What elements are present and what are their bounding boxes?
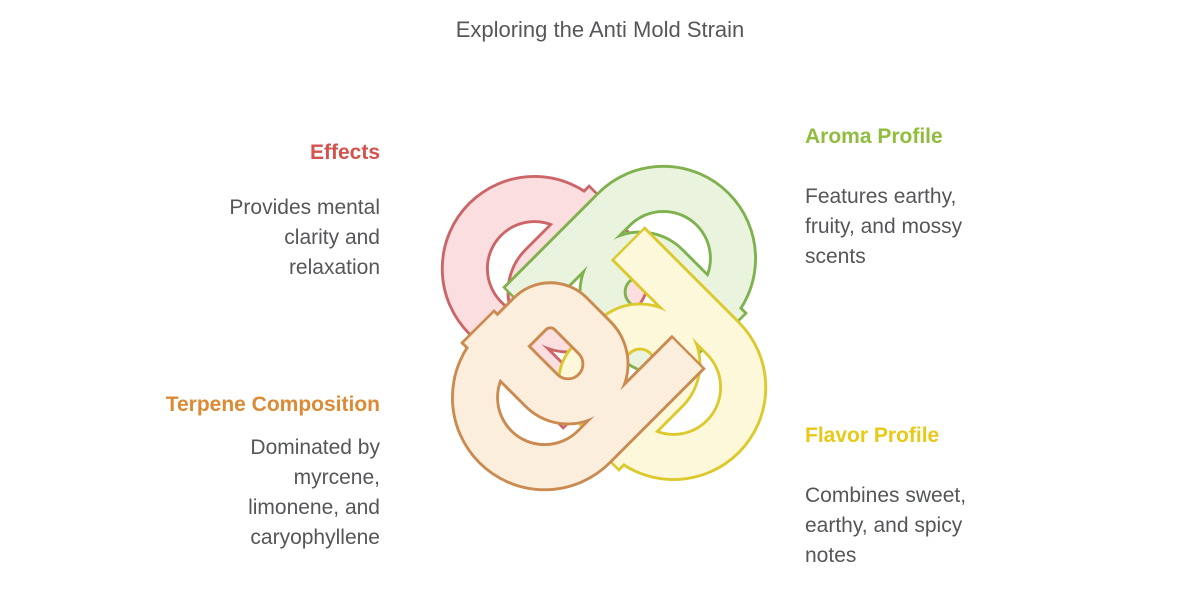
page-title: Exploring the Anti Mold Strain bbox=[455, 17, 745, 42]
section-effects-body: Provides mental clarity and relaxation bbox=[78, 193, 380, 283]
body-line: Dominated by bbox=[250, 436, 380, 459]
section-flavor-body: Combines sweet, earthy, and spicy notes bbox=[805, 481, 1095, 571]
body-line: clarity and bbox=[284, 226, 380, 249]
section-flavor-heading: Flavor Profile bbox=[805, 424, 940, 447]
section-flavor-profile: Flavor Profile Combines sweet, earthy, a… bbox=[805, 421, 1095, 571]
body-line: Combines sweet, bbox=[805, 484, 967, 507]
body-line: earthy, and spicy bbox=[805, 514, 963, 537]
section-aroma-profile: Aroma Profile Features earthy, fruity, a… bbox=[805, 122, 1095, 272]
body-line: Provides mental bbox=[229, 196, 380, 219]
body-line: myrcene, bbox=[293, 466, 380, 489]
section-effects-heading: Effects bbox=[309, 141, 380, 164]
section-terpene-composition: Terpene Composition Dominated by myrcene… bbox=[78, 390, 380, 553]
body-line: fruity, and mossy bbox=[805, 215, 963, 238]
body-line: limonene, and bbox=[248, 496, 380, 519]
body-line: relaxation bbox=[288, 256, 380, 279]
section-terpene-heading: Terpene Composition bbox=[165, 393, 380, 416]
body-line: caryophyllene bbox=[250, 526, 380, 549]
body-line: scents bbox=[805, 245, 866, 268]
section-terpene-body: Dominated by myrcene, limonene, and cary… bbox=[78, 433, 380, 553]
body-line: Features earthy, bbox=[805, 185, 957, 208]
section-aroma-body: Features earthy, fruity, and mossy scent… bbox=[805, 182, 1095, 272]
body-line: notes bbox=[805, 544, 857, 567]
section-aroma-heading: Aroma Profile bbox=[805, 125, 943, 148]
section-effects: Effects Provides mental clarity and rela… bbox=[78, 138, 380, 283]
